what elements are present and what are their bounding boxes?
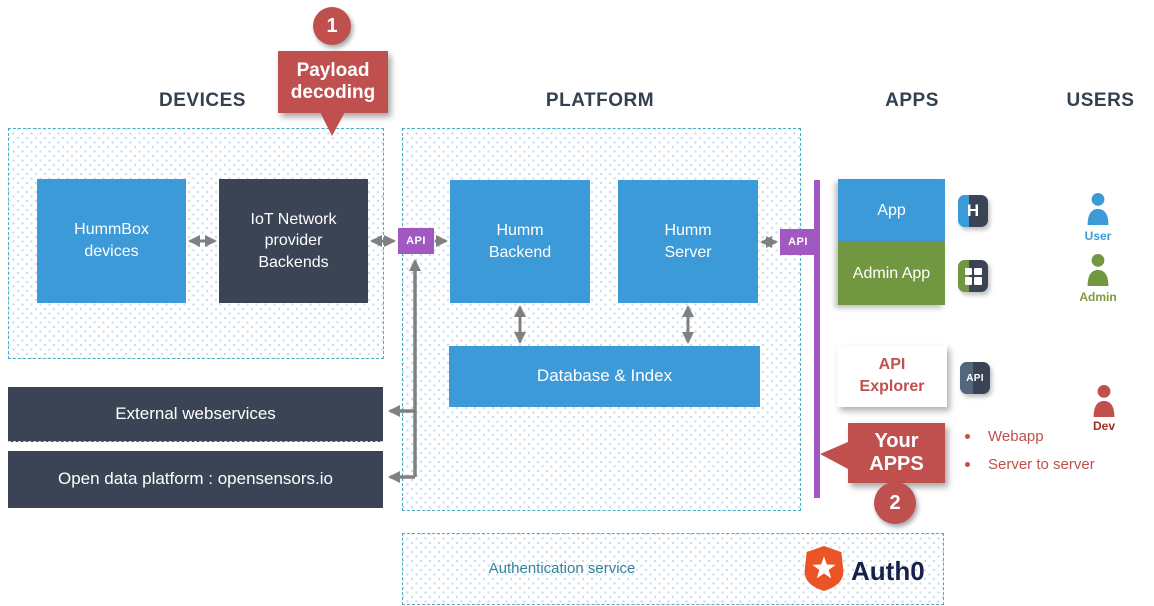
admin-grid-icon xyxy=(958,260,988,292)
admin-app-box: Admin App xyxy=(838,242,945,305)
your-apps-callout-pointer xyxy=(820,442,848,469)
platform-header: PLATFORM xyxy=(545,90,655,111)
auth-service-label: Authentication service xyxy=(488,560,636,577)
hummbox-devices-label: HummBox devices xyxy=(74,221,149,260)
bullet-server-to-server: Server to server xyxy=(965,456,1095,473)
apps-header: APPS xyxy=(885,90,939,111)
user-person-icon xyxy=(1087,193,1109,225)
bullet-dot xyxy=(965,434,970,439)
auth-region xyxy=(402,533,944,605)
iot-network-label: IoT Network provider Backends xyxy=(250,210,337,271)
users-header: USERS xyxy=(1066,90,1135,111)
callout-2-number: 2 xyxy=(874,482,916,524)
humm-app-icon: H xyxy=(958,195,988,227)
api-badge-left-label: API xyxy=(406,235,426,247)
bullet-dot xyxy=(965,462,970,467)
humm-backend-box: Humm Backend xyxy=(450,180,590,303)
open-data-platform-box: Open data platform : opensensors.io xyxy=(8,451,383,508)
dev-label: Dev xyxy=(1092,419,1115,433)
bullet-server-to-server-label: Server to server xyxy=(988,456,1095,473)
api-explorer-label: API Explorer xyxy=(859,356,925,395)
payload-callout-pointer xyxy=(320,112,345,136)
api-explorer-box: API Explorer xyxy=(837,345,947,407)
api-boundary-line xyxy=(814,180,820,498)
bullet-webapp-label: Webapp xyxy=(988,428,1044,445)
bullet-webapp: Webapp xyxy=(965,428,1044,445)
humm-server-box: Humm Server xyxy=(618,180,758,303)
app-label: App xyxy=(877,201,906,219)
payload-decoding-label: Payload decoding xyxy=(290,60,376,103)
api-badge-right-label: API xyxy=(788,236,808,248)
humm-app-icon-letter: H xyxy=(966,201,980,220)
admin-grid-icon-glyph xyxy=(964,267,982,285)
api-explorer-icon: API xyxy=(960,362,990,394)
external-webservices-box: External webservices xyxy=(8,387,383,442)
iot-network-box: IoT Network provider Backends xyxy=(219,179,368,303)
admin-person-icon xyxy=(1087,254,1109,286)
humm-server-label: Humm Server xyxy=(664,221,712,261)
database-index-box: Database & Index xyxy=(449,346,760,407)
database-index-label: Database & Index xyxy=(536,366,673,386)
api-explorer-icon-letter: API xyxy=(966,372,984,384)
app-box: App xyxy=(838,179,945,242)
open-data-platform-label: Open data platform : opensensors.io xyxy=(58,469,333,489)
auth0-logo-icon xyxy=(804,546,844,591)
admin-app-label: Admin App xyxy=(852,264,931,282)
dev-person-icon xyxy=(1093,385,1115,417)
api-badge-right: API xyxy=(780,229,816,255)
devices-header: DEVICES xyxy=(159,90,246,111)
api-explorer-icon-stripe xyxy=(960,362,973,394)
hummbox-devices-box: HummBox devices xyxy=(37,179,186,303)
humm-backend-label: Humm Backend xyxy=(488,221,552,261)
callout-1-number: 1 xyxy=(313,7,351,45)
auth0-wordmark: Auth0 xyxy=(851,556,925,586)
admin-grid-icon-stripe xyxy=(958,260,969,292)
humm-app-icon-stripe xyxy=(958,195,969,227)
your-apps-callout: Your APPS xyxy=(848,423,945,483)
admin-label: Admin xyxy=(1079,290,1117,304)
your-apps-label: Your APPS xyxy=(869,430,924,475)
user-label: User xyxy=(1084,229,1112,243)
payload-decoding-callout: Payload decoding xyxy=(278,51,388,113)
external-webservices-label: External webservices xyxy=(115,403,276,423)
api-badge-left: API xyxy=(398,228,434,254)
